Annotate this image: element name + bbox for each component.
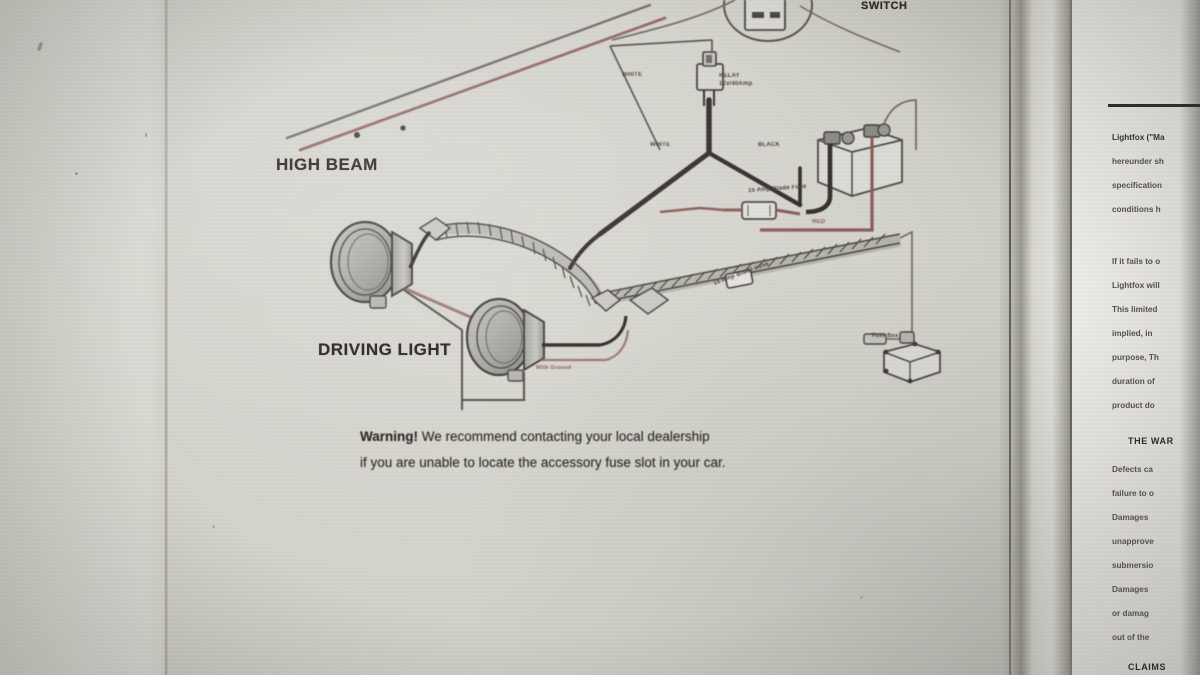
right-page-line: Lightfox ("Ma <box>1112 133 1165 142</box>
label-wire-black: BLACK <box>758 142 780 148</box>
right-page-line: out of the <box>1112 633 1150 642</box>
label-ground: With Ground <box>536 365 572 371</box>
right-page-line: purpose, Th <box>1112 353 1159 362</box>
harness-plane <box>609 39 713 151</box>
black-trunk <box>568 97 803 270</box>
left-page-margin <box>0 0 168 675</box>
warning-note: Warning! We recommend contacting your lo… <box>360 424 830 476</box>
right-page-line: Lightfox will <box>1112 281 1160 290</box>
driving-light-upper <box>329 220 487 410</box>
right-page-line: If it fails to o <box>1112 257 1161 266</box>
paper-speck <box>75 172 78 175</box>
high-beam-leads <box>285 3 667 152</box>
right-page-line: hereunder sh <box>1112 157 1164 166</box>
label-wire-white-lower: WHITE <box>650 142 671 148</box>
right-page-line: implied, in <box>1112 329 1153 338</box>
warning-strong: Warning! <box>360 429 418 444</box>
right-page-line: duration of <box>1112 377 1155 386</box>
corrugated-harness-left <box>418 217 622 312</box>
wiring-diagram <box>285 0 941 410</box>
right-page-line: submersio <box>1112 561 1154 570</box>
red-branch-left <box>659 206 725 214</box>
label-high-beam: HIGH BEAM <box>276 155 378 174</box>
right-page-line: Defects ca <box>1112 465 1153 474</box>
label-relay: RELAY <box>719 73 740 79</box>
label-relay-group: RELAY 12v/40Amp <box>719 72 753 88</box>
switch-assembly <box>611 0 901 53</box>
paper-speck <box>860 596 863 599</box>
battery-component <box>760 99 917 232</box>
relay-component <box>696 51 724 106</box>
right-page-surface <box>1072 0 1200 675</box>
right-page-line: unapprove <box>1112 537 1154 546</box>
gutter-shadow-left <box>1009 0 1011 675</box>
right-page-line: This limited <box>1112 305 1158 314</box>
label-relay-rating: 12v/40Amp <box>719 81 753 87</box>
right-page-line: failure to o <box>1112 489 1154 498</box>
driving-light-lower <box>462 297 630 401</box>
paper-speck <box>145 133 147 137</box>
right-page-edge-shadow <box>1180 0 1200 675</box>
harness-right-connector <box>628 287 670 315</box>
right-page-line: THE WAR <box>1128 436 1174 446</box>
warning-line-2: if you are unable to locate the accessor… <box>360 455 726 470</box>
fuse-box-component <box>863 331 941 384</box>
braided-harness-main <box>595 230 913 340</box>
right-page-line: product do <box>1112 401 1155 410</box>
right-page-line: specification <box>1112 181 1163 190</box>
right-page-line: CLAIMS <box>1128 662 1167 672</box>
right-page-line: or damag <box>1112 609 1149 618</box>
right-page-line: Damages <box>1112 513 1149 522</box>
label-wire-white-upper: WHITE <box>621 71 643 79</box>
label-driving-light: DRIVING LIGHT <box>318 340 452 359</box>
warning-line-1: We recommend contacting your local deale… <box>418 429 710 444</box>
right-page-line: Damages <box>1112 585 1149 594</box>
label-fuse-box: Fuse Box <box>872 333 899 339</box>
label-wire-red: RED <box>812 219 826 225</box>
paper-speck <box>212 525 215 528</box>
blade-fuse-red <box>724 201 801 220</box>
blade-fuse-inline <box>724 269 754 289</box>
right-page-rule <box>1108 104 1200 107</box>
right-page-line: conditions h <box>1112 205 1161 214</box>
left-page-edge <box>164 0 168 675</box>
gutter-shadow-right <box>1070 0 1072 675</box>
label-switch: SWITCH <box>861 0 908 12</box>
